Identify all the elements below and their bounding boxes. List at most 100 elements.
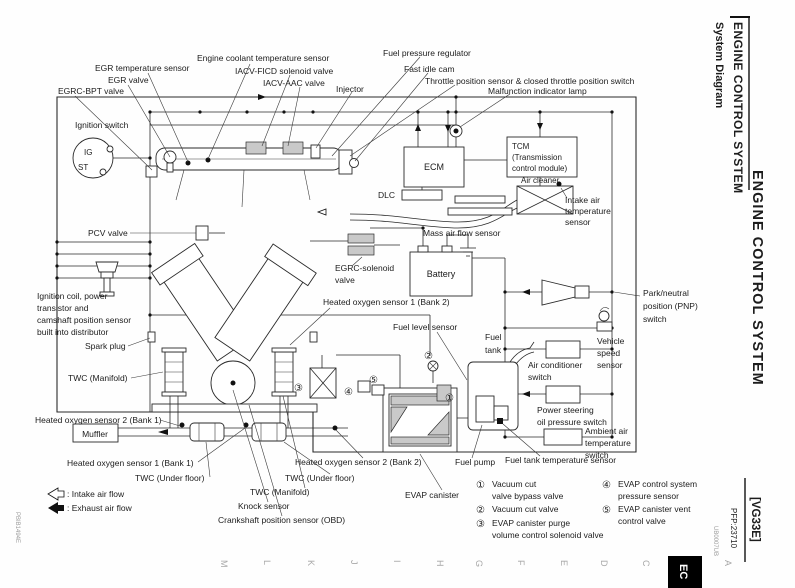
ho2s2-b2-leader xyxy=(335,429,364,459)
evap-marker-3: ③ xyxy=(294,383,303,394)
index-letter-strip: M L K J I H G F E D C A xyxy=(219,560,733,568)
vss-label-3: sensor xyxy=(597,360,623,370)
index-letter: I xyxy=(392,560,402,563)
section-tab-label: EC xyxy=(677,564,689,579)
iat-label-1: Intake air xyxy=(565,195,600,205)
egrc-solenoid-leader xyxy=(351,256,363,267)
ps-switch-box xyxy=(545,385,581,404)
iacv-aac-label: IACV-AAC valve xyxy=(263,78,325,88)
legend-num-3: ③ xyxy=(476,519,485,530)
legend-text-3a: EVAP canister purge xyxy=(492,518,570,528)
battery-label: Battery xyxy=(427,269,456,279)
pcv-valve-symbol xyxy=(195,225,209,241)
air-cleaner-label: Air cleaner xyxy=(521,176,560,185)
ho2s1-b2-leader xyxy=(289,307,331,346)
coil-label-3: camshaft position sensor xyxy=(37,315,131,325)
index-letter: H xyxy=(435,560,445,567)
page-header-rules xyxy=(730,16,750,562)
ect-label: Engine coolant temperature sensor xyxy=(197,53,329,63)
evap-canister-label: EVAP canister xyxy=(405,490,459,500)
ignition-switch-label: Ignition switch xyxy=(75,120,129,130)
exhaust-air-flow-label: : Exhaust air flow xyxy=(67,503,133,513)
egrc-bpt-label: EGRC-BPT valve xyxy=(58,86,124,96)
egr-temp-label: EGR temperature sensor xyxy=(95,63,190,73)
twc-manifold-left-leader xyxy=(130,371,164,379)
st-terminal-label: ST xyxy=(78,163,88,172)
fast-idle-cam-label: Fast idle cam xyxy=(404,64,455,74)
evap-marker-2: ② xyxy=(424,351,433,362)
ps-switch-label-1: Power steering xyxy=(537,405,594,415)
legend-text-1b: valve bypass valve xyxy=(492,491,564,501)
battery-symbol xyxy=(409,245,473,297)
iat-label-3: sensor xyxy=(565,217,591,227)
egrc-solenoid-label-1: EGRC-solenoid xyxy=(335,263,394,273)
index-letter: E xyxy=(559,560,569,566)
intake-air-flow-icon xyxy=(47,487,65,501)
pnp-label-3: switch xyxy=(643,314,667,324)
injector-label: Injector xyxy=(336,84,364,94)
fuel-tank-label-1: Fuel xyxy=(485,332,502,342)
twc-manifold-left-label: TWC (Manifold) xyxy=(68,373,128,383)
ig-terminal-label: IG xyxy=(84,148,92,157)
watermark-code: UB0007UB xyxy=(712,526,718,556)
tcm-label-3: control module) xyxy=(512,164,567,173)
twc-manifold-center-leader xyxy=(282,395,306,489)
evap-marker-1: ① xyxy=(445,393,454,404)
fuel-level-label: Fuel level sensor xyxy=(393,322,457,332)
fuel-pump-leader xyxy=(471,424,483,459)
legend-text-5b: control valve xyxy=(618,516,666,526)
exhaust-system-symbol xyxy=(117,347,348,442)
air-cleaner-symbol xyxy=(516,181,574,215)
twc-manifold-center-label: TWC (Manifold) xyxy=(250,487,310,497)
tps-label: Throttle position sensor & closed thrott… xyxy=(425,76,635,86)
engine-code: [VG33E] xyxy=(749,497,761,542)
twc-underfloor-center-leader xyxy=(283,441,331,475)
ecm-label: ECM xyxy=(424,162,444,172)
chapter-title: ENGINE CONTROL SYSTEM xyxy=(749,170,765,386)
ambient-label-1: Ambient air xyxy=(585,426,628,436)
maf-label: Mass air flow sensor xyxy=(423,228,501,238)
twc-underfloor-left-leader xyxy=(205,441,211,478)
muffler-symbol xyxy=(72,423,119,443)
fuel-tank-temp-leader xyxy=(502,423,541,457)
tcm-label-2: (Transmission xyxy=(512,153,562,162)
intake-air-flow-label: : Intake air flow xyxy=(67,489,125,499)
pcv-label: PCV valve xyxy=(88,228,128,238)
twc-underfloor-center-label: TWC (Under floor) xyxy=(285,473,355,483)
mil-label: Malfunction indicator lamp xyxy=(488,86,587,96)
evap-marker-4: ④ xyxy=(344,387,353,398)
index-letter: J xyxy=(349,560,359,565)
iat-leader xyxy=(560,187,568,199)
legend-num-5: ⑤ xyxy=(602,505,611,516)
index-letter: K xyxy=(306,560,316,566)
dlc-connector-symbol xyxy=(401,187,443,201)
spark-plug-leader xyxy=(127,337,151,347)
tcm-box xyxy=(506,136,578,178)
coil-label-4: built into distributor xyxy=(37,327,109,337)
fuel-tank-label-2: tank xyxy=(485,345,502,355)
egrc-solenoid-symbol xyxy=(347,233,375,256)
fuel-level-leader xyxy=(436,331,468,381)
evap-legend: ① Vacuum cut valve bypass valve ② Vacuum… xyxy=(476,479,697,540)
maf-sensor-symbol xyxy=(447,195,513,216)
spark-plug-label: Spark plug xyxy=(85,341,126,351)
ignition-switch-symbol xyxy=(72,137,114,179)
ho2s2-b2-label: Heated oxygen sensor 2 (Bank 2) xyxy=(295,457,422,467)
legend-text-4b: pressure sensor xyxy=(618,491,679,501)
fpr-label: Fuel pressure regulator xyxy=(383,48,471,58)
knock-sensor-label: Knock sensor xyxy=(238,501,290,511)
ckp-sensor-leader xyxy=(248,404,283,517)
figure-code: PBIB1494E xyxy=(14,512,20,543)
pnp-label-2: position (PNP) xyxy=(643,301,698,311)
legend-num-2: ② xyxy=(476,505,485,516)
intake-manifold-symbol xyxy=(145,141,359,208)
fuel-tank-symbol xyxy=(467,341,535,431)
ecm-box xyxy=(403,146,465,188)
legend-text-5a: EVAP canister vent xyxy=(618,504,691,514)
ground-symbol xyxy=(460,247,476,257)
ambient-label-2: temperature xyxy=(585,438,631,448)
legend-text-2a: Vacuum cut valve xyxy=(492,504,559,514)
flow-arrows xyxy=(158,94,543,435)
